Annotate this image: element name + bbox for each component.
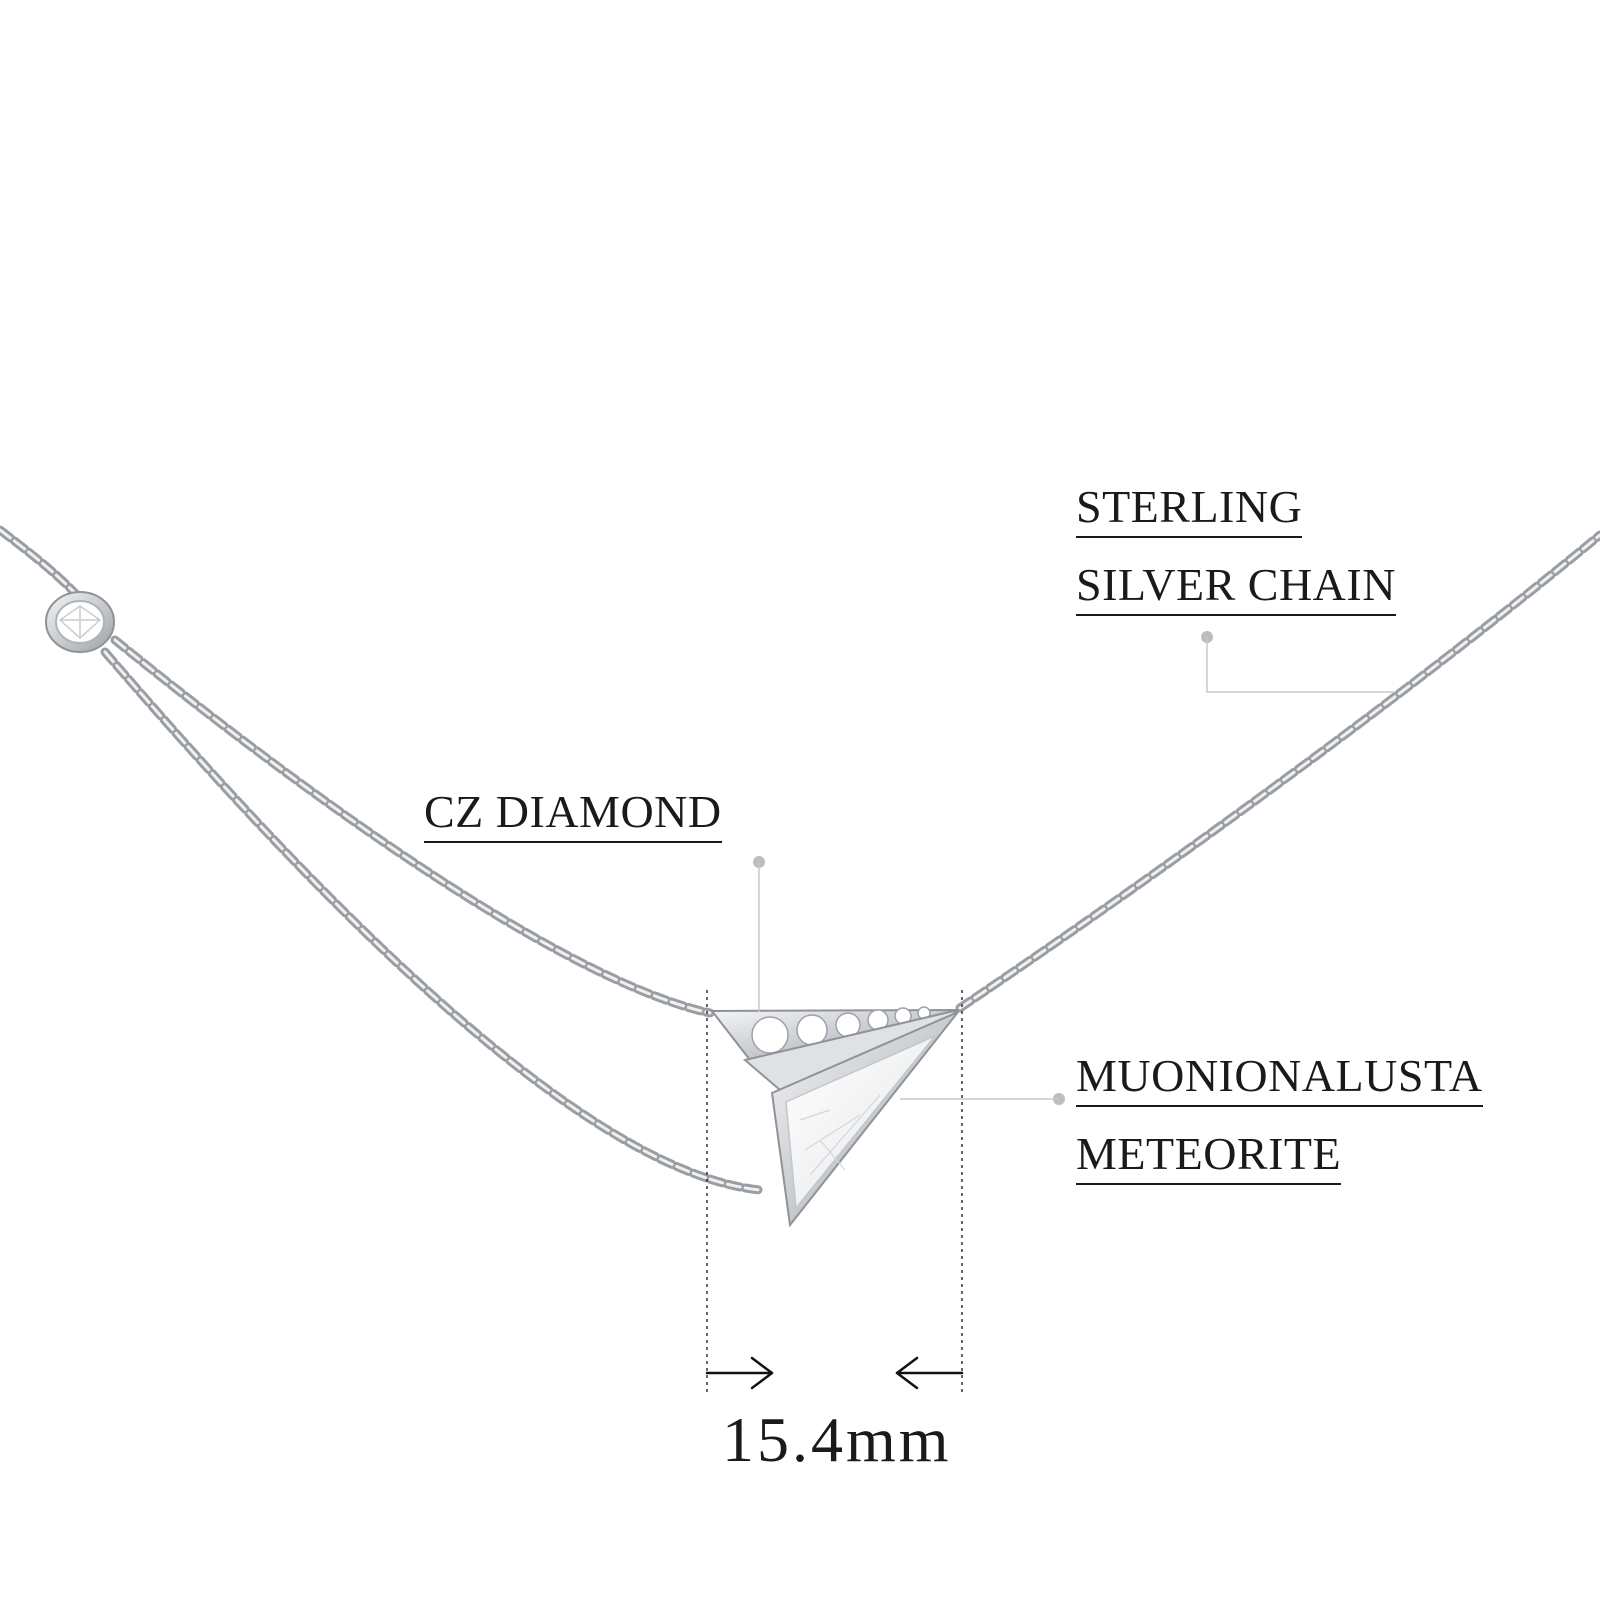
sterling-label-line2: SILVER CHAIN (1076, 562, 1396, 616)
chain-bottom-strand (100, 647, 765, 1195)
sterling-leader-line (1201, 631, 1394, 693)
chain-top-strand (110, 635, 715, 1018)
cz-diamond-label: CZ DIAMOND (424, 789, 722, 843)
cz-leader-line (753, 856, 765, 1012)
dimension-arrow-icon (705, 1356, 964, 1390)
chain-right-strand (955, 530, 1600, 1013)
dimension-guides (706, 990, 963, 1395)
sterling-label-line1: STERLING (1076, 484, 1303, 538)
width-measurement: 15.4mm (722, 1404, 952, 1475)
paper-plane-pendant-icon (709, 1006, 959, 1228)
meteorite-label-line1: MUONIONALUSTA (1076, 1053, 1483, 1107)
meteorite-leader-line (900, 1093, 1065, 1105)
cz-stones (751, 1006, 931, 1054)
meteorite-label-line2: METEORITE (1076, 1131, 1342, 1185)
bezel-gem-icon (45, 591, 115, 653)
